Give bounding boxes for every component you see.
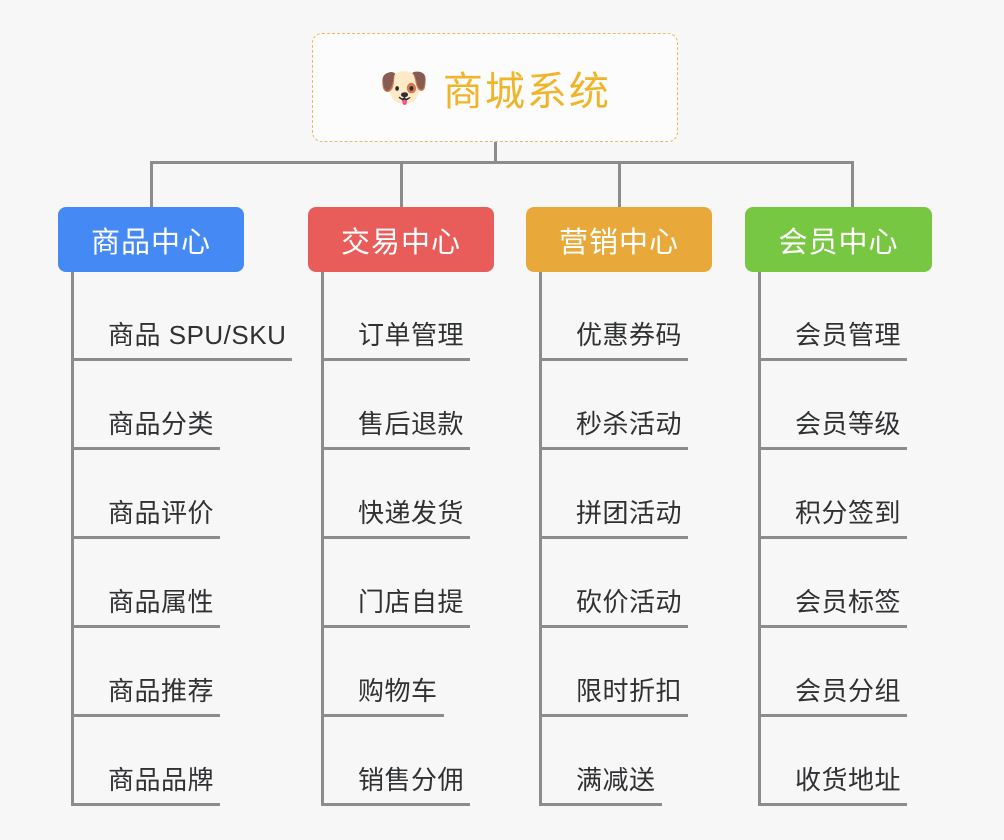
- list-item-label: 满减送: [576, 765, 656, 795]
- leaf-underline: 商品评价: [74, 493, 221, 539]
- list-item[interactable]: 会员标签: [761, 539, 932, 628]
- list-item-label: 快递发货: [358, 498, 465, 528]
- list-item-label: 商品品牌: [108, 765, 215, 795]
- list-item[interactable]: 商品推荐: [74, 628, 292, 717]
- leaf-list-marketing-center: 优惠券码 秒杀活动 拼团活动 砍价活动 限时折扣 满减送: [539, 272, 712, 806]
- leaf-underline: 会员标签: [761, 582, 908, 628]
- leaf-underline: 售后退款: [324, 404, 471, 450]
- list-item[interactable]: 商品分类: [74, 361, 292, 450]
- leaf-underline: 快递发货: [324, 493, 471, 539]
- list-item[interactable]: 优惠券码: [542, 272, 712, 361]
- list-item[interactable]: 销售分佣: [324, 717, 494, 806]
- connector-root-stem: [494, 142, 497, 163]
- shiba-dog-face-icon: 🐶: [379, 65, 429, 110]
- list-item-label: 商品推荐: [108, 676, 215, 706]
- list-item-label: 商品评价: [108, 498, 215, 528]
- connector-drop-member-center: [851, 161, 854, 207]
- list-item-label: 优惠券码: [576, 320, 683, 350]
- list-item-label: 砍价活动: [576, 587, 683, 617]
- list-item-label: 会员分组: [795, 676, 902, 706]
- list-item-label: 购物车: [358, 676, 438, 706]
- list-item-label: 商品属性: [108, 587, 215, 617]
- list-item[interactable]: 秒杀活动: [542, 361, 712, 450]
- leaf-underline: 会员等级: [761, 404, 908, 450]
- list-item-label: 商品分类: [108, 409, 215, 439]
- list-item-label: 销售分佣: [358, 765, 465, 795]
- root-node[interactable]: 🐶 商城系统: [312, 33, 678, 142]
- leaf-underline: 满减送: [542, 760, 662, 806]
- leaf-underline: 商品品牌: [74, 760, 221, 806]
- leaf-underline: 会员管理: [761, 315, 908, 361]
- category-column-product-center: 商品中心 商品 SPU/SKU 商品分类 商品评价 商品属性 商品推荐 商品品牌: [58, 207, 293, 806]
- leaf-underline: 砍价活动: [542, 582, 689, 628]
- list-item[interactable]: 商品评价: [74, 450, 292, 539]
- leaf-underline: 会员分组: [761, 671, 908, 717]
- leaf-underline: 秒杀活动: [542, 404, 689, 450]
- list-item[interactable]: 拼团活动: [542, 450, 712, 539]
- list-item[interactable]: 快递发货: [324, 450, 494, 539]
- list-item[interactable]: 会员分组: [761, 628, 932, 717]
- leaf-underline: 商品分类: [74, 404, 221, 450]
- leaf-underline: 购物车: [324, 671, 444, 717]
- leaf-underline: 收货地址: [761, 760, 908, 806]
- leaf-list-member-center: 会员管理 会员等级 积分签到 会员标签 会员分组 收货地址: [758, 272, 932, 806]
- list-item-label: 秒杀活动: [576, 409, 683, 439]
- list-item[interactable]: 满减送: [542, 717, 712, 806]
- category-header-member-center[interactable]: 会员中心: [745, 207, 932, 272]
- list-item[interactable]: 购物车: [324, 628, 494, 717]
- list-item-label: 订单管理: [358, 320, 465, 350]
- leaf-list-trade-center: 订单管理 售后退款 快递发货 门店自提 购物车 销售分佣: [321, 272, 494, 806]
- list-item-label: 收货地址: [795, 765, 902, 795]
- leaf-underline: 门店自提: [324, 582, 471, 628]
- connector-drop-marketing-center: [618, 161, 621, 207]
- category-header-marketing-center[interactable]: 营销中心: [526, 207, 712, 272]
- list-item[interactable]: 门店自提: [324, 539, 494, 628]
- connector-horizontal-bus: [150, 161, 854, 164]
- leaf-underline: 拼团活动: [542, 493, 689, 539]
- list-item[interactable]: 商品品牌: [74, 717, 292, 806]
- category-header-product-center[interactable]: 商品中心: [58, 207, 244, 272]
- list-item-label: 会员等级: [795, 409, 902, 439]
- leaf-underline: 销售分佣: [324, 760, 471, 806]
- category-column-member-center: 会员中心 会员管理 会员等级 积分签到 会员标签 会员分组 收货地址: [745, 207, 932, 806]
- connector-drop-trade-center: [400, 161, 403, 207]
- list-item-label: 会员管理: [795, 320, 902, 350]
- list-item[interactable]: 限时折扣: [542, 628, 712, 717]
- list-item[interactable]: 积分签到: [761, 450, 932, 539]
- list-item-label: 积分签到: [795, 498, 902, 528]
- leaf-underline: 商品属性: [74, 582, 221, 628]
- list-item-label: 拼团活动: [576, 498, 683, 528]
- list-item[interactable]: 订单管理: [324, 272, 494, 361]
- list-item[interactable]: 商品 SPU/SKU: [74, 272, 293, 361]
- leaf-underline: 限时折扣: [542, 671, 689, 717]
- category-header-trade-center[interactable]: 交易中心: [308, 207, 494, 272]
- connector-drop-product-center: [150, 161, 153, 207]
- list-item[interactable]: 会员等级: [761, 361, 932, 450]
- list-item-label: 会员标签: [795, 587, 902, 617]
- leaf-underline: 优惠券码: [542, 315, 689, 361]
- list-item-label: 限时折扣: [576, 676, 683, 706]
- leaf-underline: 积分签到: [761, 493, 908, 539]
- list-item-label: 门店自提: [358, 587, 465, 617]
- list-item-label: 商品 SPU/SKU: [108, 320, 287, 350]
- leaf-underline: 订单管理: [324, 315, 471, 361]
- root-title: 商城系统: [442, 69, 611, 114]
- leaf-underline: 商品 SPU/SKU: [74, 315, 293, 361]
- category-column-marketing-center: 营销中心 优惠券码 秒杀活动 拼团活动 砍价活动 限时折扣 满减送: [526, 207, 712, 806]
- list-item[interactable]: 会员管理: [761, 272, 932, 361]
- leaf-underline: 商品推荐: [74, 671, 221, 717]
- list-item[interactable]: 商品属性: [74, 539, 292, 628]
- leaf-list-product-center: 商品 SPU/SKU 商品分类 商品评价 商品属性 商品推荐 商品品牌: [71, 272, 293, 806]
- category-column-trade-center: 交易中心 订单管理 售后退款 快递发货 门店自提 购物车 销售分佣: [308, 207, 494, 806]
- list-item[interactable]: 砍价活动: [542, 539, 712, 628]
- list-item[interactable]: 收货地址: [761, 717, 932, 806]
- list-item-label: 售后退款: [358, 409, 465, 439]
- list-item[interactable]: 售后退款: [324, 361, 494, 450]
